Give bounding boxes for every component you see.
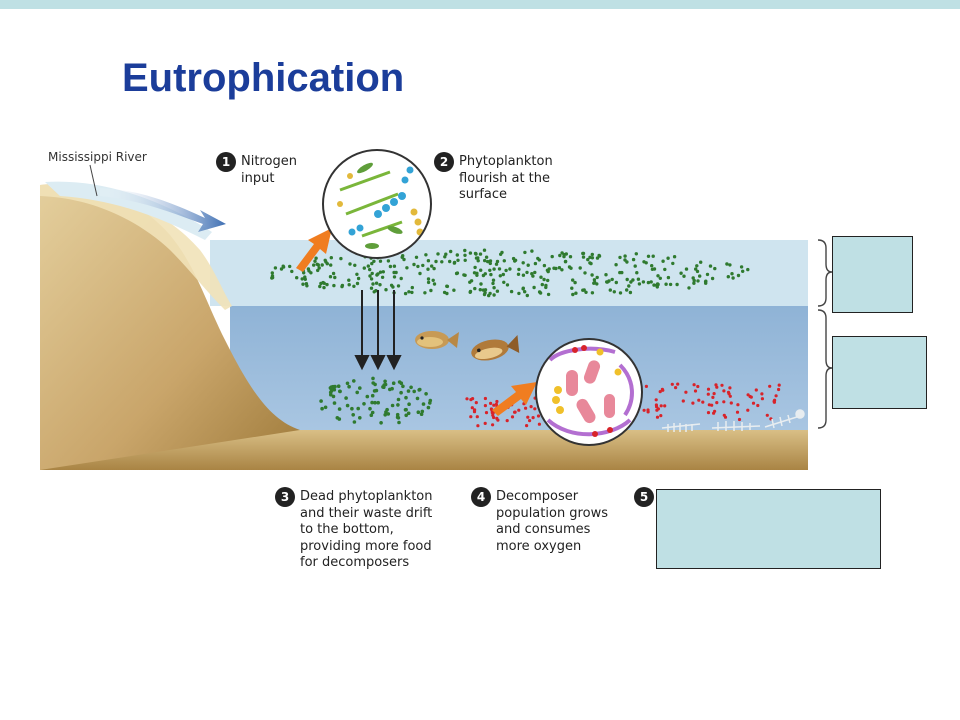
river-delta — [45, 181, 212, 240]
step-4-number: 4 — [471, 487, 491, 507]
step-1: 1 Nitrogen input — [216, 152, 326, 192]
dead-phytoplankton-cluster — [319, 376, 433, 425]
zoom-arrow-surface — [296, 228, 332, 272]
surface-layer-brace — [817, 239, 833, 307]
zoom-arrow-bottom — [492, 382, 537, 416]
step-5-number: 5 — [634, 487, 654, 507]
deep-layer-answer-box — [832, 336, 927, 409]
dead-fish-skeletons — [661, 409, 805, 432]
surface-water-layer — [210, 240, 808, 306]
step-2-text: Phytoplankton flourish at the surface — [459, 154, 553, 202]
step-3-text: Dead phytoplankton and their waste drift… — [300, 489, 433, 570]
step-2: 2 Phytoplankton flourish at the surface — [434, 152, 574, 208]
step-1-number: 1 — [216, 152, 236, 172]
fish-1 — [415, 331, 459, 349]
step-4: 4 Decomposer population grows and consum… — [471, 487, 631, 559]
river-flow-arrow — [100, 188, 226, 232]
river-label-leader — [89, 164, 98, 197]
land-slope — [40, 183, 300, 470]
decomposer-zoom-circle — [535, 338, 643, 446]
deep-layer-brace — [817, 309, 833, 429]
river-label: Mississippi River — [48, 150, 147, 164]
step-3-number: 3 — [275, 487, 295, 507]
slide-title: Eutrophication — [122, 56, 405, 100]
top-accent-bar — [0, 0, 960, 9]
step-4-text: Decomposer population grows and consumes… — [496, 489, 608, 554]
fish-2 — [471, 334, 520, 361]
surface-layer-answer-box — [832, 236, 913, 313]
step-1-text: Nitrogen input — [241, 154, 297, 186]
step-5: 5 — [634, 487, 658, 511]
step-2-number: 2 — [434, 152, 454, 172]
phytoplankton-zoom-circle — [322, 149, 432, 259]
step-3: 3 Dead phytoplankton and their waste dri… — [275, 487, 455, 577]
step-5-answer-box — [656, 489, 881, 569]
deep-water-layer — [230, 306, 808, 431]
sinking-arrows — [354, 290, 402, 371]
